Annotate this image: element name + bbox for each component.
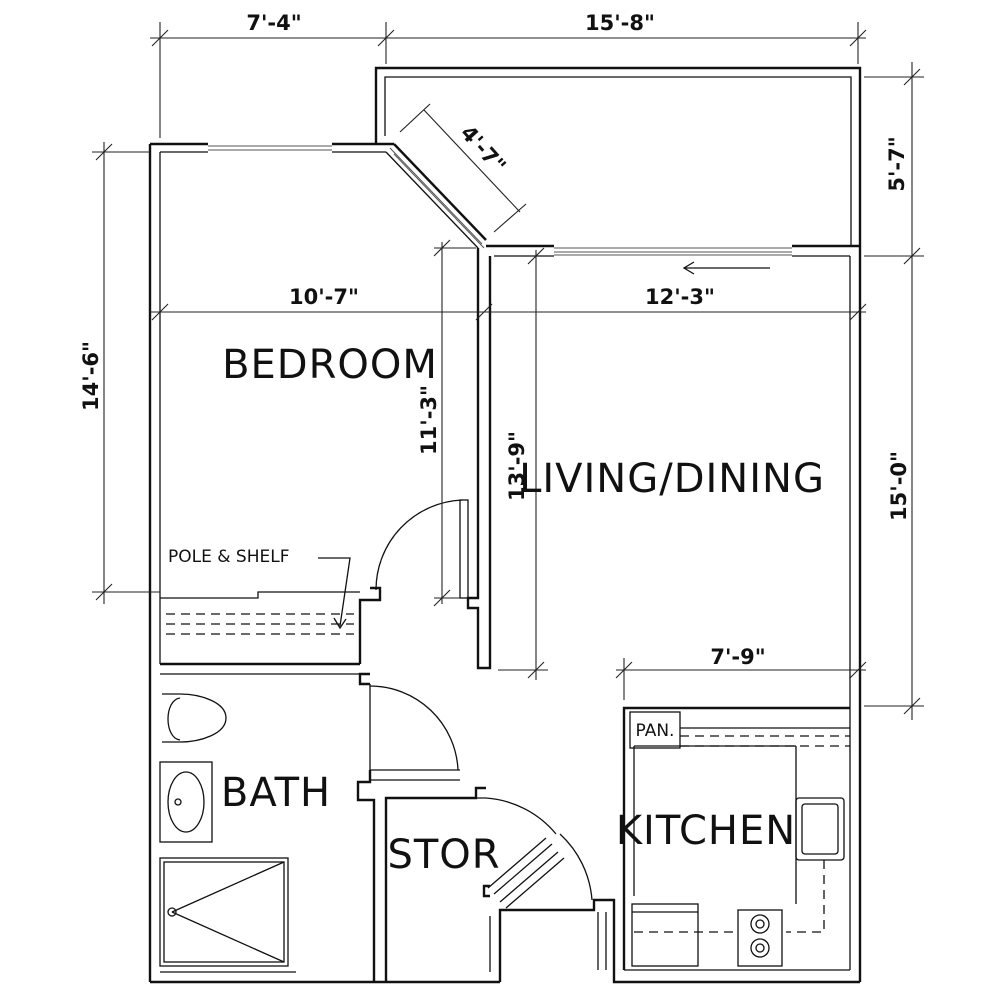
bedroom-label: BEDROOM — [222, 342, 438, 388]
stor-bifold-door — [485, 797, 593, 909]
note-labels: POLE & SHELF PAN. — [168, 547, 674, 741]
dim-kitchen-width: 7'-9" — [710, 645, 765, 669]
entry-door — [597, 912, 607, 970]
windows — [208, 145, 792, 275]
dim-top-left: 7'-4" — [246, 11, 301, 35]
slide-direction-arrow-icon — [682, 261, 770, 275]
kitchen-sink-icon — [795, 797, 845, 861]
dimension-lines — [92, 22, 924, 720]
shower-icon — [159, 857, 289, 967]
sink-icon — [159, 761, 213, 843]
balcony — [374, 66, 862, 246]
living-dining-label: LIVING/DINING — [519, 456, 825, 502]
pole-shelf-note: POLE & SHELF — [168, 547, 289, 567]
dim-top-right: 15'-8" — [585, 11, 655, 35]
dim-living-depth: 13'-9" — [505, 431, 529, 501]
doors — [369, 499, 607, 970]
closet — [160, 557, 360, 635]
bath-fixtures — [159, 693, 289, 967]
pantry-label: PAN. — [636, 721, 675, 741]
dim-bedroom-depth: 11'-3" — [417, 385, 441, 455]
dim-diagonal: 4'-7" — [456, 121, 511, 178]
bath-label: BATH — [221, 770, 331, 816]
stove-icon — [737, 909, 783, 967]
stor-label: STOR — [387, 832, 500, 878]
refrigerator-icon — [631, 903, 699, 967]
bath-door — [369, 684, 459, 771]
dimension-labels: 7'-4" 15'-8" 4'-7" 5'-7" 10'-7" 12'-3" 1… — [79, 11, 911, 669]
room-labels: BEDROOM LIVING/DINING BATH STOR KITCHEN — [221, 342, 825, 878]
dim-right-height: 15'-0" — [887, 451, 911, 521]
kitchen-fixtures — [629, 711, 850, 967]
bedroom-door — [375, 499, 469, 599]
dim-living-width: 12'-3" — [645, 285, 715, 309]
pantry — [629, 711, 681, 749]
dim-bedroom-width: 10'-7" — [289, 285, 359, 309]
kitchen-label: KITCHEN — [616, 808, 796, 854]
dim-balcony-depth: 5'-7" — [885, 136, 909, 191]
dim-left-height: 14'-6" — [79, 341, 103, 411]
toilet-icon — [162, 693, 227, 743]
